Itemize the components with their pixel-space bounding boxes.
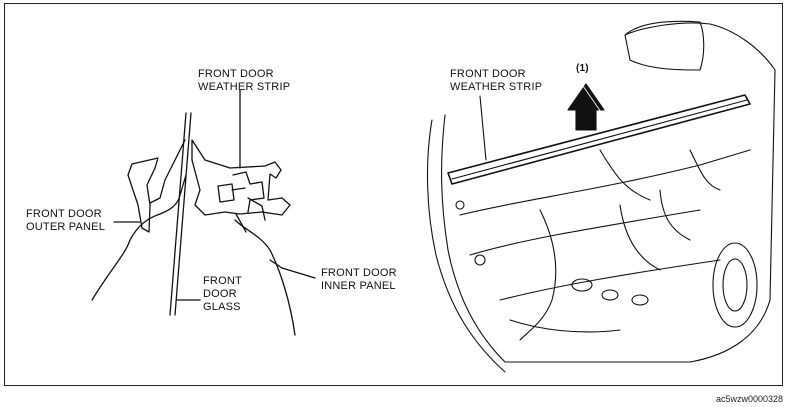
weather-strip-label-left: FRONT DOOR WEATHER STRIP [198,68,291,93]
inner-panel-label: FRONT DOOR INNER PANEL [321,267,397,292]
figure-code: ac5wzw0000328 [715,394,783,404]
hand-left [91,174,187,301]
up-arrow [567,83,605,131]
weather-strip-label-right: FRONT DOOR WEATHER STRIP [450,68,543,93]
weather-strip-bar [447,94,751,185]
mirror [624,20,705,71]
door-glass [169,112,192,316]
glass-label: FRONT DOOR GLASS [203,275,242,313]
outer-panel-label: FRONT DOOR OUTER PANEL [26,208,106,233]
weather-strip-section [191,139,291,216]
door-outline [441,22,776,363]
figure-frame [4,3,783,386]
step-marker: (1) [576,63,589,74]
hand-right [234,219,296,336]
outer-panel [127,157,159,233]
